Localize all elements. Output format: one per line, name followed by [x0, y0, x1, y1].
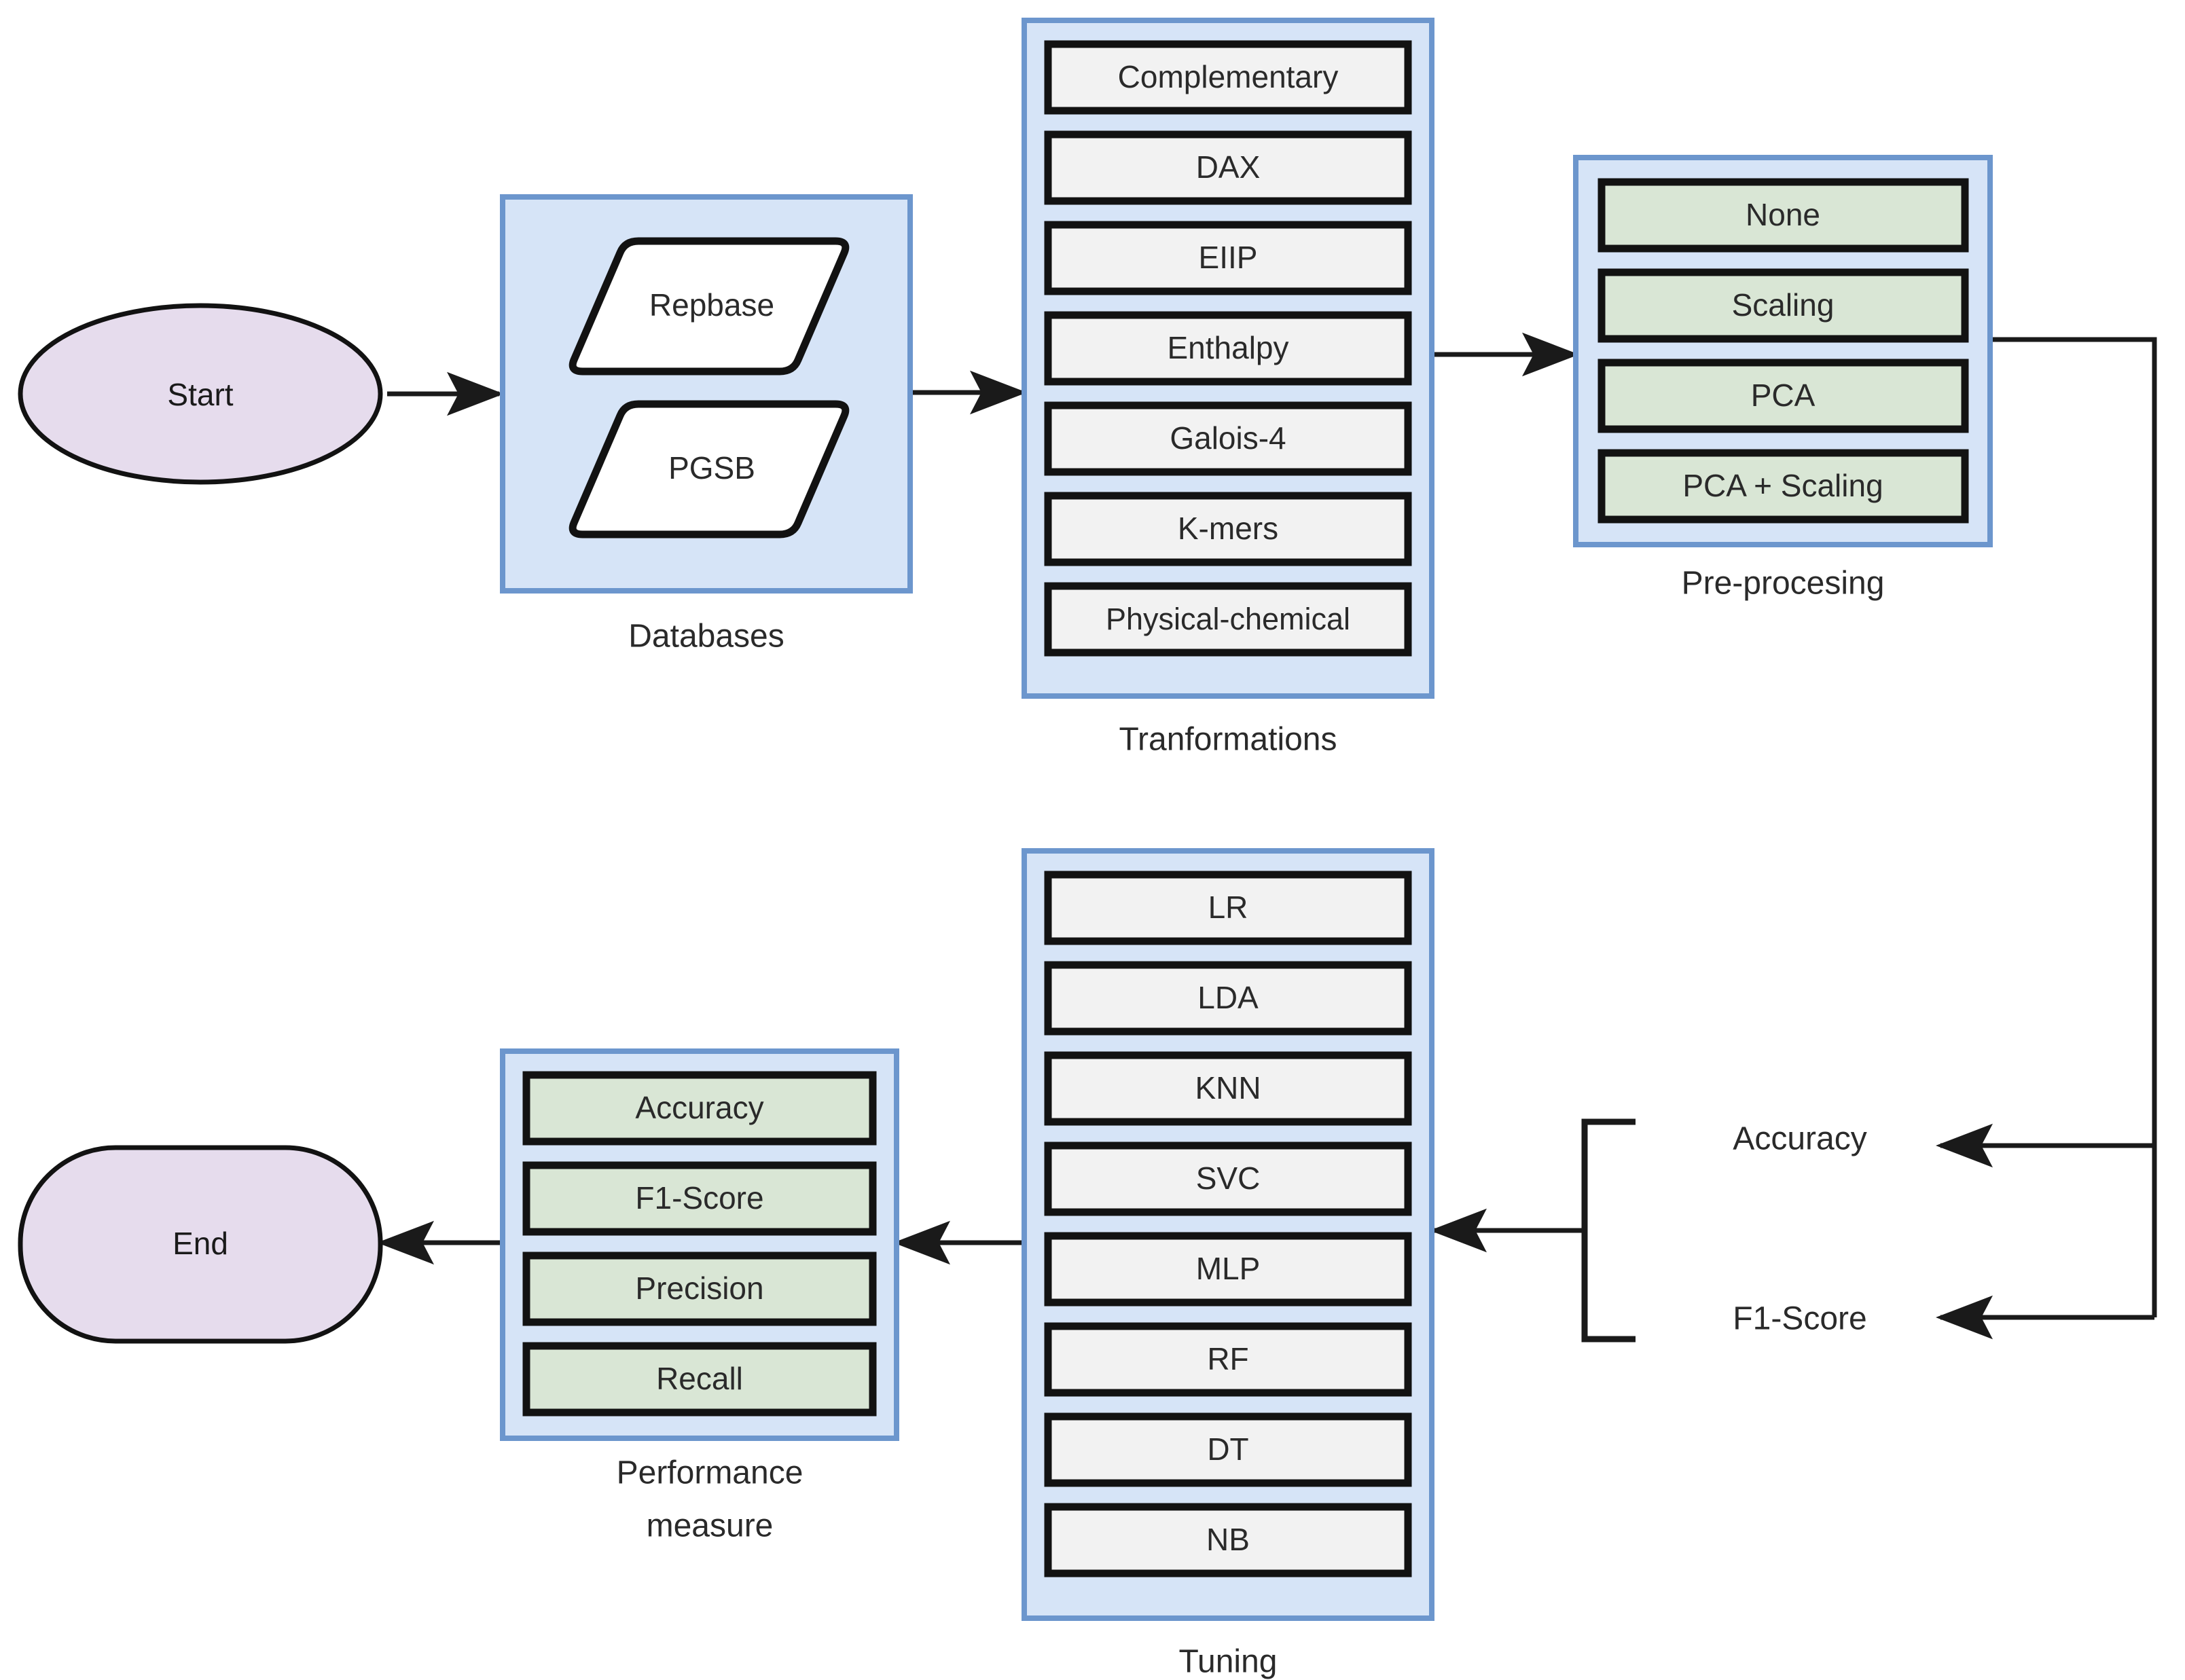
tuning-item[interactable]: NB	[1044, 1503, 1412, 1577]
criteria-bracket	[1581, 1118, 1636, 1343]
transformation-label: Physical-chemical	[1106, 602, 1350, 636]
end-label: End	[173, 1226, 228, 1261]
transformation-item[interactable]: EIIP	[1044, 221, 1412, 295]
tuning-group-label: Tuning	[1179, 1644, 1278, 1680]
database-item-repbase[interactable]: Repbase	[568, 237, 850, 376]
transformation-item[interactable]: Physical-chemical	[1044, 582, 1412, 657]
pgsb-parallelogram	[568, 400, 850, 538]
transformation-box-kmers	[1044, 492, 1412, 566]
performance-measure-group: Accuracy F1-Score Precision Recall Perfo…	[500, 1048, 899, 1544]
preprocessing-group-label: Pre-procesing	[1682, 566, 1885, 602]
tuning-item[interactable]: RF	[1044, 1322, 1412, 1397]
transformation-box-complementary	[1044, 40, 1412, 115]
tuning-label: DT	[1207, 1431, 1248, 1467]
transformation-box-enthalpy	[1044, 311, 1412, 386]
transformation-label: K-mers	[1178, 511, 1278, 546]
performance-label: Accuracy	[635, 1090, 763, 1125]
preprocessing-box-pca	[1597, 359, 1969, 433]
transformation-label: Complementary	[1118, 59, 1339, 94]
transformation-label: EIIP	[1199, 240, 1258, 275]
transformation-item[interactable]: K-mers	[1044, 492, 1412, 566]
tuning-label: LR	[1208, 890, 1248, 925]
repbase-parallelogram	[568, 237, 850, 376]
database-item-pgsb[interactable]: PGSB	[568, 400, 850, 538]
tuning-label: MLP	[1196, 1251, 1261, 1286]
start-node[interactable]: Start	[18, 303, 383, 485]
transformation-item[interactable]: Enthalpy	[1044, 311, 1412, 386]
transformation-label: Enthalpy	[1167, 330, 1288, 365]
transformations-group-label: Tranformations	[1119, 722, 1337, 758]
preprocessing-item[interactable]: PCA + Scaling	[1597, 449, 1969, 524]
transformation-box-eiip	[1044, 221, 1412, 295]
connectors	[377, 332, 2157, 1343]
tuning-item[interactable]: MLP	[1044, 1232, 1412, 1307]
transformation-box-dax	[1044, 130, 1412, 205]
tuning-box-lr	[1044, 871, 1412, 945]
preprocessing-label: PCA	[1751, 378, 1816, 413]
preprocessing-item[interactable]: None	[1597, 178, 1969, 253]
performance-box-recall	[522, 1342, 877, 1417]
tuning-box-svc	[1044, 1142, 1412, 1216]
transformation-item[interactable]: DAX	[1044, 130, 1412, 205]
tuning-item[interactable]: DT	[1044, 1412, 1412, 1487]
end-node[interactable]: End	[18, 1145, 383, 1344]
tuning-box-nb	[1044, 1503, 1412, 1577]
preprocessing-item[interactable]: PCA	[1597, 359, 1969, 433]
performance-label: F1-Score	[635, 1180, 763, 1216]
performance-item[interactable]: Precision	[522, 1252, 877, 1326]
preprocessing-group: None Scaling PCA PCA + Scaling Pre-proce…	[1573, 155, 1993, 602]
preprocessing-label: None	[1746, 197, 1820, 232]
performance-item[interactable]: F1-Score	[522, 1161, 877, 1236]
transformation-label: DAX	[1196, 149, 1261, 185]
start-ellipse	[18, 303, 383, 485]
transformation-item[interactable]: Complementary	[1044, 40, 1412, 115]
connector-preprocessing-to-rail	[1990, 337, 2157, 1317]
start-label: Start	[167, 377, 233, 412]
tuning-criteria: Accuracy F1-Score	[1733, 1121, 1866, 1337]
performance-label: Precision	[635, 1271, 763, 1306]
tuning-label: LDA	[1197, 980, 1259, 1015]
tuning-label: KNN	[1195, 1070, 1261, 1106]
preprocessing-item[interactable]: Scaling	[1597, 268, 1969, 343]
tuning-box-rf	[1044, 1322, 1412, 1397]
tuning-box-lda	[1044, 961, 1412, 1036]
transformation-label: Galois-4	[1170, 420, 1286, 456]
transformation-item[interactable]: Galois-4	[1044, 401, 1412, 476]
performance-box-f1score	[522, 1161, 877, 1236]
performance-measure-group-label-line2: measure	[647, 1508, 774, 1544]
tuning-item[interactable]: SVC	[1044, 1142, 1412, 1216]
databases-group: Repbase PGSB Databases	[500, 194, 913, 655]
preprocessing-box-none	[1597, 178, 1969, 253]
preprocessing-label: PCA + Scaling	[1682, 468, 1883, 503]
performance-measure-group-label-line1: Performance	[617, 1455, 803, 1491]
criteria-label-f1score: F1-Score	[1733, 1301, 1866, 1337]
tuning-label: RF	[1207, 1341, 1248, 1376]
transformation-box-physical-chemical	[1044, 582, 1412, 657]
criteria-label-accuracy: Accuracy	[1733, 1121, 1866, 1157]
tuning-item[interactable]: LR	[1044, 871, 1412, 945]
transformation-box-galois4	[1044, 401, 1412, 476]
tuning-item[interactable]: LDA	[1044, 961, 1412, 1036]
performance-label: Recall	[656, 1361, 743, 1396]
performance-box-precision	[522, 1252, 877, 1326]
tuning-box-mlp	[1044, 1232, 1412, 1307]
end-rounded-rect	[18, 1145, 383, 1344]
performance-box-accuracy	[522, 1071, 877, 1146]
preprocessing-box-scaling	[1597, 268, 1969, 343]
preprocessing-label: Scaling	[1732, 287, 1835, 323]
tuning-label: SVC	[1196, 1161, 1261, 1196]
tuning-box-knn	[1044, 1051, 1412, 1126]
preprocessing-box-pca-scaling	[1597, 449, 1969, 524]
repbase-label: Repbase	[649, 287, 774, 323]
performance-item[interactable]: Accuracy	[522, 1071, 877, 1146]
tuning-label: NB	[1206, 1522, 1250, 1557]
tuning-item[interactable]: KNN	[1044, 1051, 1412, 1126]
tuning-group: LR LDA KNN SVC MLP RF	[1022, 848, 1434, 1680]
pgsb-label: PGSB	[668, 450, 755, 486]
performance-item[interactable]: Recall	[522, 1342, 877, 1417]
tuning-box-dt	[1044, 1412, 1412, 1487]
transformations-group: Complementary DAX EIIP Enthalpy Galois-4…	[1022, 18, 1434, 758]
databases-group-label: Databases	[628, 619, 784, 655]
